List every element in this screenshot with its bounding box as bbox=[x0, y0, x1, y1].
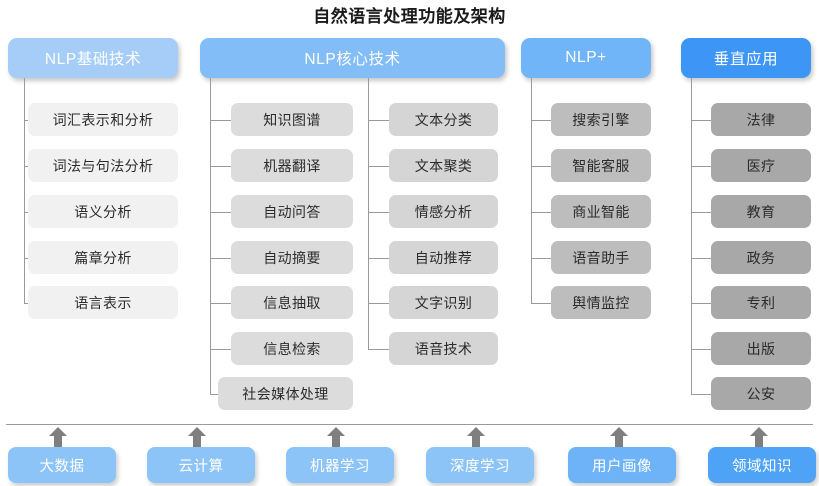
connector-stub-c3-1 bbox=[368, 120, 390, 121]
foundation-item-2[interactable]: 机器学习 bbox=[286, 447, 394, 483]
connector-stub-c5-1 bbox=[691, 120, 712, 121]
item-col2-4[interactable]: 信息抽取 bbox=[231, 286, 353, 319]
item-col3-4[interactable]: 文字识别 bbox=[389, 286, 498, 319]
item-col5-2[interactable]: 教育 bbox=[711, 195, 811, 228]
item-col3-1[interactable]: 文本聚类 bbox=[389, 149, 498, 182]
item-col5-6[interactable]: 公安 bbox=[711, 377, 811, 410]
item-col2-6[interactable]: 社会媒体处理 bbox=[218, 377, 353, 410]
page-title: 自然语言处理功能及架构 bbox=[313, 7, 506, 26]
header-nlp-basic[interactable]: NLP基础技术 bbox=[8, 38, 178, 78]
connector-stub-c5-4 bbox=[691, 258, 712, 259]
connector-stub-c2-6 bbox=[210, 349, 232, 350]
arrow-up-icon-4 bbox=[610, 427, 628, 447]
item-col3-5[interactable]: 语音技术 bbox=[389, 332, 498, 365]
connector-stub-c2-4 bbox=[210, 258, 232, 259]
item-col1-3[interactable]: 篇章分析 bbox=[28, 241, 178, 274]
header-nlp-core[interactable]: NLP核心技术 bbox=[200, 38, 505, 78]
item-col5-4[interactable]: 专利 bbox=[711, 286, 811, 319]
connector-stub-c4-4 bbox=[531, 258, 552, 259]
connector-stub-c3-4 bbox=[368, 258, 390, 259]
foundation-baseline bbox=[6, 424, 813, 425]
item-col3-2[interactable]: 情感分析 bbox=[389, 195, 498, 228]
item-col2-2[interactable]: 自动问答 bbox=[231, 195, 353, 228]
connector-trunk-col5 bbox=[691, 78, 692, 395]
item-col5-3[interactable]: 政务 bbox=[711, 241, 811, 274]
header-nlp-plus[interactable]: NLP+ bbox=[521, 38, 651, 78]
connector-stub-c4-5 bbox=[531, 303, 552, 304]
connector-stub-c4-2 bbox=[531, 166, 552, 167]
connector-trunk-col2 bbox=[210, 78, 211, 395]
connector-stub-c5-6 bbox=[691, 349, 712, 350]
connector-stub-c3-2 bbox=[368, 166, 390, 167]
item-col3-0[interactable]: 文本分类 bbox=[389, 103, 498, 136]
connector-stub-c2-3 bbox=[210, 212, 232, 213]
item-col2-3[interactable]: 自动摘要 bbox=[231, 241, 353, 274]
item-col4-1[interactable]: 智能客服 bbox=[551, 149, 651, 182]
connector-stub-c3-3 bbox=[368, 212, 390, 213]
arrow-up-icon-5 bbox=[750, 427, 768, 447]
connector-stub-c3-5 bbox=[368, 303, 390, 304]
connector-stub-c2-1 bbox=[210, 120, 232, 121]
connector-stub-c4-1 bbox=[531, 120, 552, 121]
item-col4-2[interactable]: 商业智能 bbox=[551, 195, 651, 228]
connector-stub-c5-2 bbox=[691, 166, 712, 167]
item-col5-1[interactable]: 医疗 bbox=[711, 149, 811, 182]
connector-stub-c4-3 bbox=[531, 212, 552, 213]
connector-stub-c2-2 bbox=[210, 166, 232, 167]
arrow-up-icon-1 bbox=[188, 427, 206, 447]
connector-trunk-col1 bbox=[24, 78, 25, 303]
foundation-item-3[interactable]: 深度学习 bbox=[426, 447, 534, 483]
item-col4-4[interactable]: 舆情监控 bbox=[551, 286, 651, 319]
item-col5-5[interactable]: 出版 bbox=[711, 332, 811, 365]
item-col2-1[interactable]: 机器翻译 bbox=[231, 149, 353, 182]
item-col2-5[interactable]: 信息检索 bbox=[231, 332, 353, 365]
item-col2-0[interactable]: 知识图谱 bbox=[231, 103, 353, 136]
connector-stub-c5-5 bbox=[691, 303, 712, 304]
item-col5-0[interactable]: 法律 bbox=[711, 103, 811, 136]
item-col3-3[interactable]: 自动推荐 bbox=[389, 241, 498, 274]
item-col1-2[interactable]: 语义分析 bbox=[28, 195, 178, 228]
item-col4-3[interactable]: 语音助手 bbox=[551, 241, 651, 274]
foundation-item-5[interactable]: 领域知识 bbox=[708, 447, 816, 483]
connector-trunk-col3 bbox=[368, 78, 369, 349]
foundation-item-0[interactable]: 大数据 bbox=[8, 447, 116, 483]
foundation-item-1[interactable]: 云计算 bbox=[147, 447, 255, 483]
item-col4-0[interactable]: 搜索引擎 bbox=[551, 103, 651, 136]
foundation-item-4[interactable]: 用户画像 bbox=[568, 447, 676, 483]
connector-stub-c5-3 bbox=[691, 212, 712, 213]
arrow-up-icon-3 bbox=[467, 427, 485, 447]
connector-stub-c2-5 bbox=[210, 303, 232, 304]
item-col1-4[interactable]: 语言表示 bbox=[28, 286, 178, 319]
arrow-up-icon-2 bbox=[327, 427, 345, 447]
item-col1-0[interactable]: 词汇表示和分析 bbox=[28, 103, 178, 136]
connector-stub-c5-7 bbox=[691, 394, 712, 395]
connector-stub-c3-6 bbox=[368, 349, 390, 350]
connector-trunk-col4 bbox=[531, 78, 532, 303]
item-col1-1[interactable]: 词法与句法分析 bbox=[28, 149, 178, 182]
header-vertical-apps[interactable]: 垂直应用 bbox=[681, 38, 811, 78]
arrow-up-icon-0 bbox=[49, 427, 67, 447]
